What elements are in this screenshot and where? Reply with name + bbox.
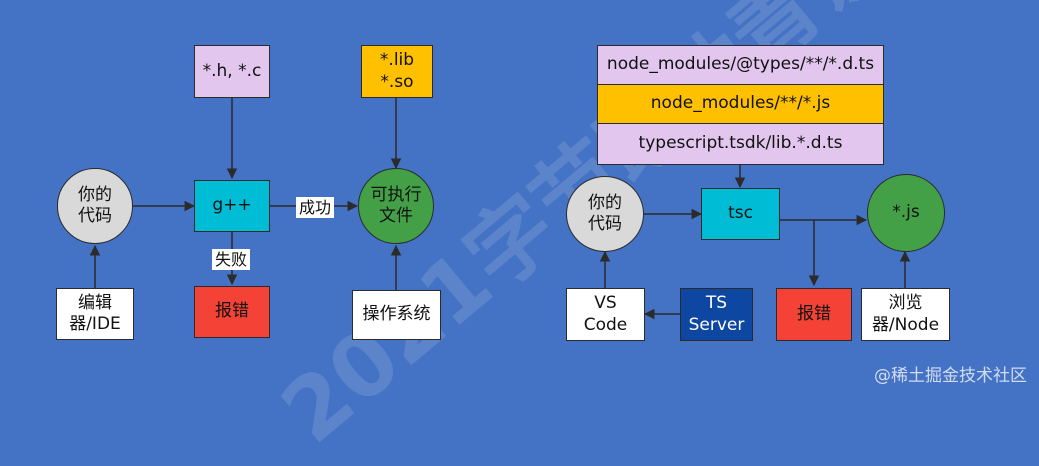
browser-node-box: 浏览 器/Node [861,288,950,341]
executable-circle: 可执行 文件 [358,168,434,244]
types-source-box-2: node_modules/**/*.js [597,84,884,124]
failure-label: 失败 [212,249,251,271]
operating-system-box: 操作系统 [352,290,441,340]
js-output-circle: *.js [867,174,945,252]
gpp-compiler-box: g++ [194,180,270,232]
success-label: 成功 [296,197,335,219]
ts-server-box: TS Server [680,288,753,341]
editor-ide-box: 编辑 器/IDE [56,288,134,340]
ts-error-box: 报错 [776,288,852,341]
vscode-box: VS Code [566,288,645,341]
types-source-box-3: typescript.tsdk/lib.*.d.ts [597,123,884,165]
ts-source-code-circle: 你的 代码 [566,176,644,252]
types-source-box-1: node_modules/@types/**/*.d.ts [597,45,884,85]
library-files-box: *.lib *.so [361,45,433,98]
credit-text: @稀土掘金技术社区 [874,366,1027,386]
compile-error-box: 报错 [194,286,270,338]
header-files-box: *.h, *.c [194,45,270,98]
tsc-compiler-box: tsc [701,188,780,240]
connector-layer [89,98,911,320]
source-code-circle: 你的 代码 [57,168,133,244]
